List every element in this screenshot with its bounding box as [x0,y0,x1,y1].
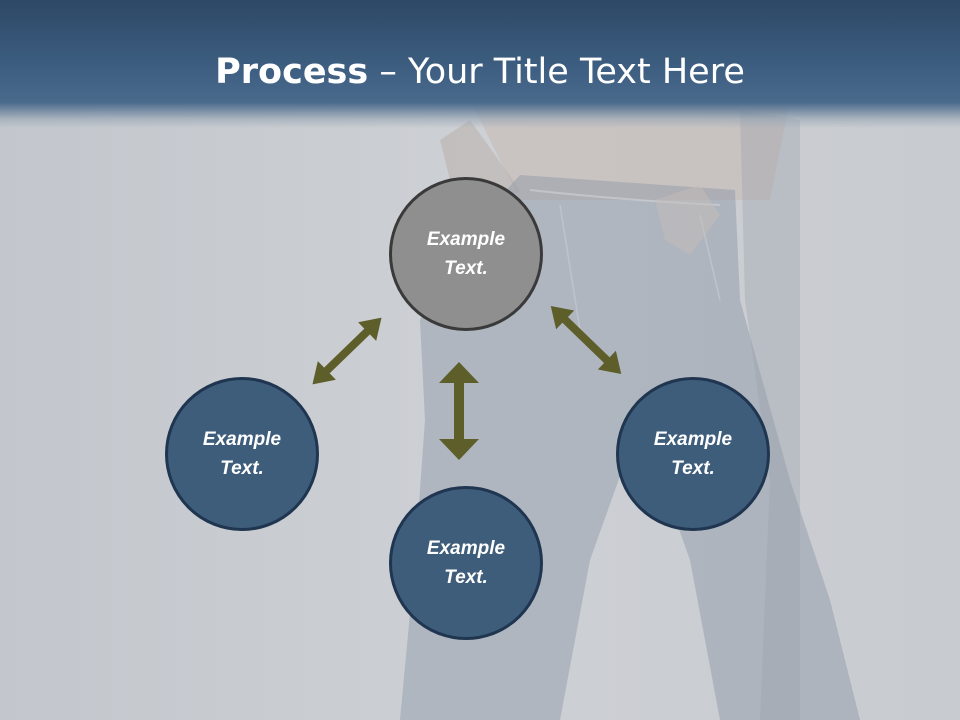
node-right: Example Text. [616,377,770,531]
arrow-vertical [439,362,479,460]
title-bold: Process [215,52,369,92]
node-top-line2: Text. [444,258,488,279]
arrow-top-left [312,317,382,385]
node-top-line1: Example [426,229,506,250]
node-top: Example Text. [389,177,543,331]
node-top-text: Example Text. [406,225,526,283]
node-right-line1: Example [653,429,733,450]
node-right-line2: Text. [671,458,715,479]
node-bottom-line2: Text. [444,567,488,588]
node-left-line1: Example [202,429,282,450]
node-bottom-text: Example Text. [406,534,526,592]
title-bar [0,0,960,128]
arrow-top-right [550,305,622,375]
node-right-text: Example Text. [633,425,753,483]
slide-title: Process – Your Title Text Here [0,52,960,92]
node-bottom-line1: Example [426,538,506,559]
node-left: Example Text. [165,377,319,531]
node-left-text: Example Text. [182,425,302,483]
node-left-line2: Text. [220,458,264,479]
node-bottom: Example Text. [389,486,543,640]
title-rest: – Your Title Text Here [368,52,745,92]
